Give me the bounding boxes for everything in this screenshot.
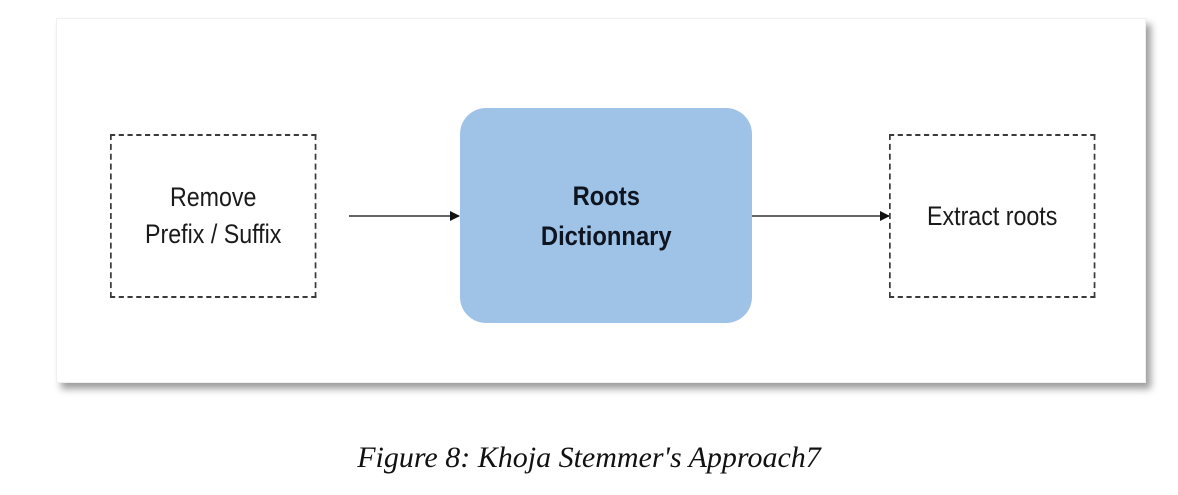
node-label-line: Extract roots: [927, 200, 1058, 231]
figure-panel: Remove Prefix / Suffix Roots Dictionnary…: [56, 18, 1146, 383]
node-label-line: Remove: [169, 182, 257, 212]
extract-roots-node: Extract roots: [889, 134, 1096, 298]
roots-dictionary-node: Roots Dictionnary: [460, 108, 752, 323]
node-label-line: Dictionnary: [540, 220, 672, 251]
figure-caption: Figure 8: Khoja Stemmer's Approach7: [357, 441, 821, 474]
remove-prefix-suffix-node: Remove Prefix / Suffix: [110, 134, 317, 298]
connector-arrows: [349, 211, 890, 221]
node-label-line: Roots: [572, 180, 640, 211]
node-label-line: Prefix / Suffix: [145, 219, 282, 249]
